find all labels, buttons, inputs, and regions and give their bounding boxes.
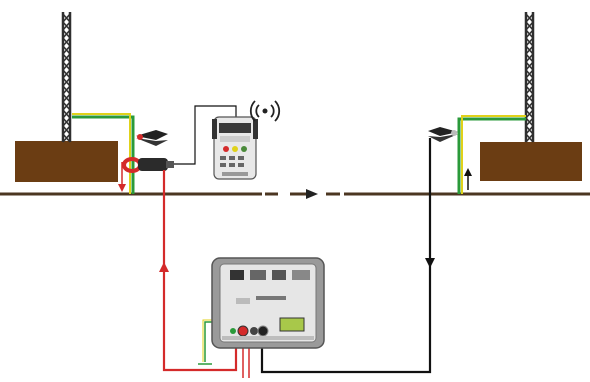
earth-block-right: [480, 142, 582, 181]
lattice-tower-left: [61, 12, 72, 143]
crocodile-clip-left: [136, 130, 168, 146]
current-clamp: [122, 157, 174, 173]
black-lead: [260, 138, 432, 374]
test-instrument: [211, 257, 325, 349]
current-arrow-left: [118, 162, 126, 192]
black-lead-arrow: [425, 258, 435, 268]
direction-arrow-icon: [306, 189, 318, 199]
ground-conductor-right: [457, 115, 526, 194]
lattice-tower-right: [524, 12, 535, 143]
wire-clamp-to-meter: [174, 105, 237, 165]
ground-conductor-left: [72, 113, 135, 194]
wireless-signal-icon: [249, 100, 281, 122]
handheld-meter: [212, 116, 258, 180]
earth-block-left: [15, 141, 118, 182]
crocodile-clip-right: [428, 127, 458, 142]
current-arrow-right: [464, 168, 472, 190]
red-lead-arrow: [159, 262, 169, 272]
